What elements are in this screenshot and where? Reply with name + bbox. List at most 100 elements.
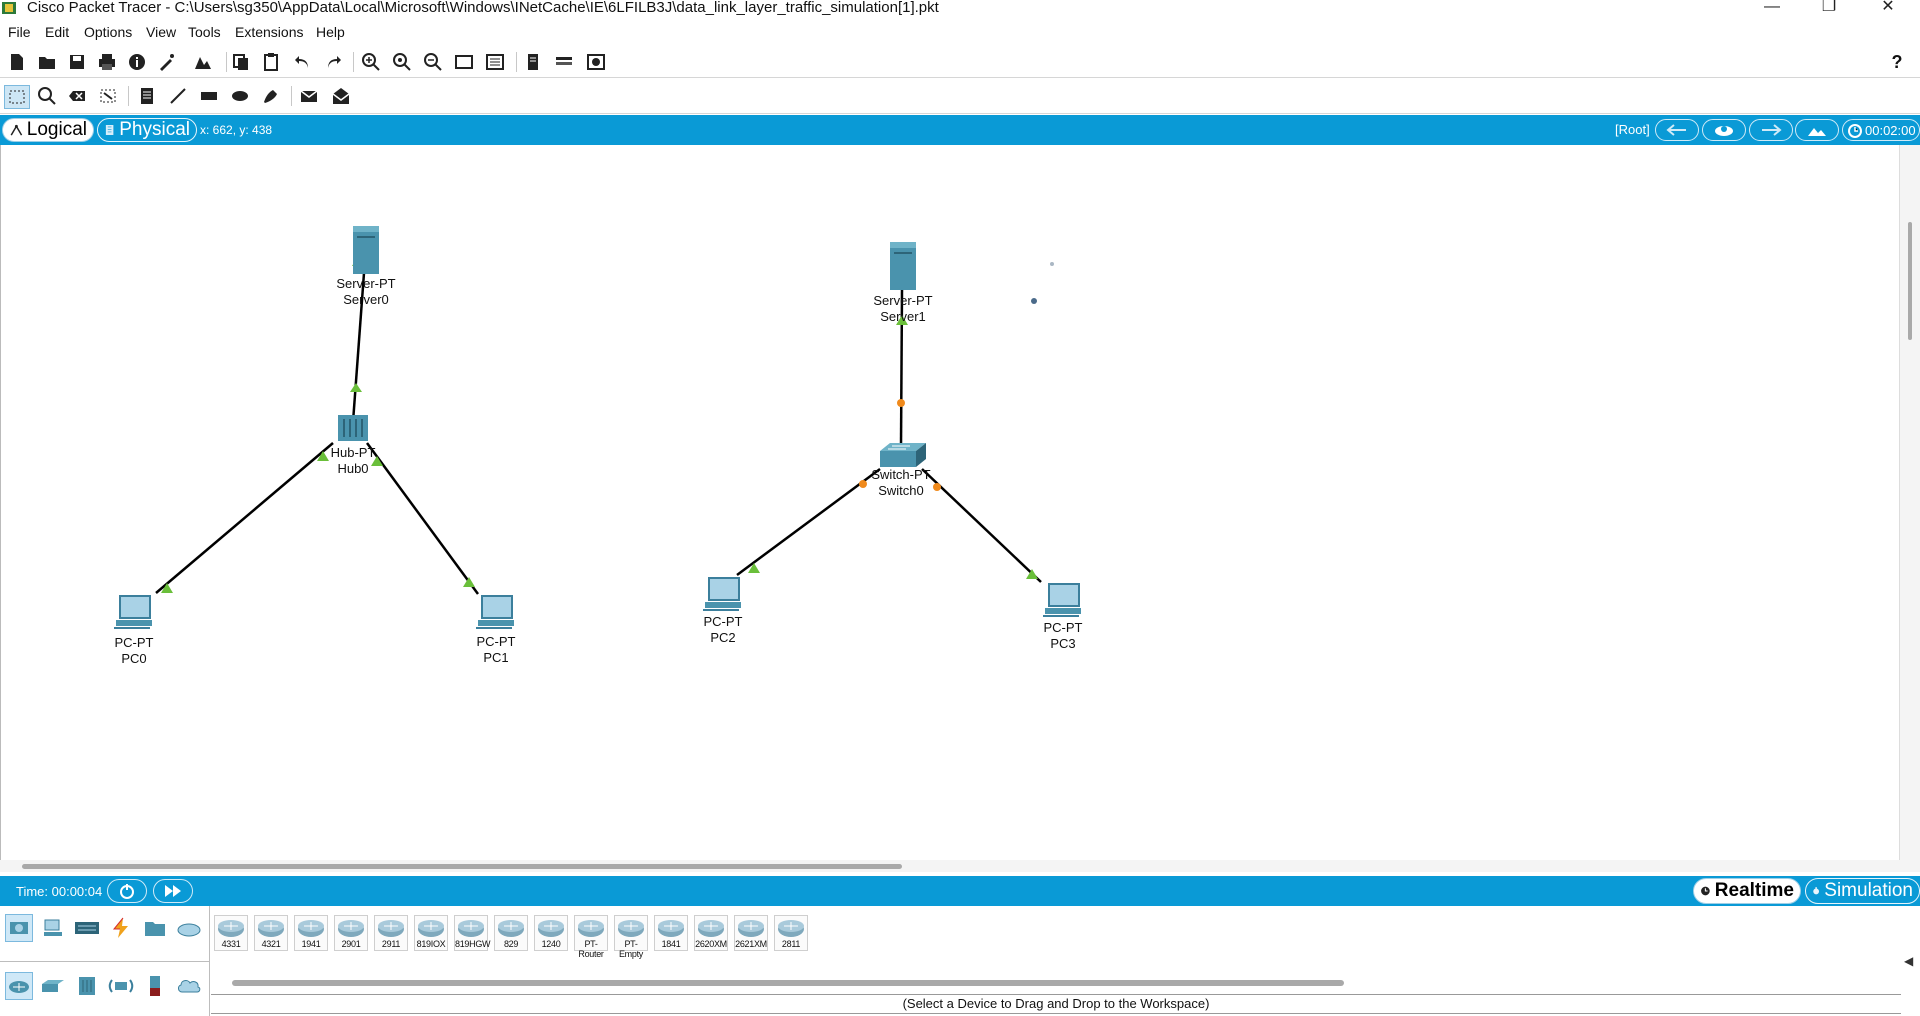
save-icon[interactable]: [66, 51, 88, 73]
draw-ellipse-icon[interactable]: [229, 85, 251, 107]
device-pc0[interactable]: [111, 594, 157, 634]
resize-tool-icon[interactable]: [97, 85, 119, 107]
help-button[interactable]: ?: [1891, 51, 1903, 72]
menu-view[interactable]: View: [146, 24, 177, 40]
model-1841[interactable]: 1841: [654, 915, 688, 951]
device-list-icon[interactable]: [522, 51, 544, 73]
device-pc1[interactable]: [473, 594, 519, 634]
copy-icon[interactable]: [230, 51, 252, 73]
components-category-icon[interactable]: [73, 914, 101, 942]
place-note-icon[interactable]: [136, 85, 158, 107]
realtime-mode-button[interactable]: Realtime: [1693, 878, 1801, 904]
minimize-button[interactable]: —: [1764, 0, 1780, 15]
tab-logical[interactable]: Logical: [2, 118, 94, 142]
restore-button[interactable]: ❐: [1821, 0, 1837, 15]
connections-category-icon[interactable]: [107, 914, 135, 942]
link-switch0-pc3[interactable]: [921, 468, 1042, 583]
cluster-icon[interactable]: [1702, 119, 1746, 141]
drawing-palette-icon[interactable]: [453, 51, 475, 73]
open-folder-icon[interactable]: [36, 51, 58, 73]
routers-subcategory-icon[interactable]: [5, 972, 33, 1000]
add-complex-pdu-icon[interactable]: [330, 85, 352, 107]
tab-physical[interactable]: Physical: [97, 118, 197, 142]
menu-options[interactable]: Options: [84, 24, 133, 40]
select-tool-icon[interactable]: [4, 85, 30, 109]
link-switch0-pc2[interactable]: [736, 467, 881, 577]
background-image-icon[interactable]: [1795, 119, 1839, 141]
print-icon[interactable]: [96, 51, 118, 73]
model-2911[interactable]: 2911: [374, 915, 408, 951]
model-829[interactable]: 829: [494, 915, 528, 951]
model-pt-empty[interactable]: PT-Empty: [614, 915, 648, 959]
model-1941[interactable]: 1941: [294, 915, 328, 951]
link-server0-hub0[interactable]: [351, 272, 366, 423]
network-devices-category-icon[interactable]: [5, 914, 33, 942]
undo-icon[interactable]: [292, 51, 314, 73]
security-subcategory-icon[interactable]: [141, 972, 169, 1000]
palette-collapse-arrow-icon[interactable]: ◀: [1904, 954, 1914, 968]
device-pc2-label: PC-PT PC2: [683, 614, 763, 646]
draw-rectangle-icon[interactable]: [198, 85, 220, 107]
zoom-in-icon[interactable]: [360, 51, 382, 73]
paste-icon[interactable]: [260, 51, 282, 73]
link-hub0-pc1[interactable]: [365, 442, 480, 595]
workspace-vertical-scrollbar[interactable]: [1900, 145, 1920, 872]
model-pt-router[interactable]: PT-Router: [574, 915, 608, 959]
wireless-subcategory-icon[interactable]: [107, 972, 135, 1000]
model-2901[interactable]: 2901: [334, 915, 368, 951]
delete-tool-icon[interactable]: [66, 85, 88, 107]
switches-subcategory-icon[interactable]: [39, 972, 67, 1000]
move-object-icon[interactable]: [1749, 119, 1793, 141]
menu-extensions[interactable]: Extensions: [235, 24, 304, 40]
device-pc3[interactable]: [1040, 582, 1086, 622]
model-4321[interactable]: 4321: [254, 915, 288, 951]
draw-line-icon[interactable]: [167, 85, 189, 107]
add-simple-pdu-icon[interactable]: [298, 85, 320, 107]
close-button[interactable]: ✕: [1881, 0, 1895, 15]
device-hub0[interactable]: [330, 413, 376, 447]
fast-forward-icon[interactable]: [153, 879, 193, 903]
simulation-mode-button[interactable]: Simulation: [1805, 878, 1920, 904]
scrollbar-thumb[interactable]: [22, 864, 902, 869]
device-pc2[interactable]: [700, 576, 746, 616]
model-2620xm[interactable]: 2620XM: [694, 915, 728, 951]
menu-edit[interactable]: Edit: [45, 24, 70, 40]
workspace-horizontal-scrollbar[interactable]: [0, 860, 1900, 872]
redo-icon[interactable]: [322, 51, 344, 73]
power-cycle-icon[interactable]: [107, 879, 147, 903]
wizard-icon[interactable]: [156, 51, 178, 73]
logical-workspace[interactable]: Server-PT Server0 Hub-PT Hub0 PC-PT PC0 …: [0, 145, 1900, 860]
scrollbar-thumb[interactable]: [1908, 222, 1912, 340]
multiuser-category-icon[interactable]: [175, 914, 203, 942]
network-info-icon[interactable]: [553, 51, 575, 73]
device-server1[interactable]: [868, 240, 938, 296]
wan-emulation-subcategory-icon[interactable]: [175, 972, 203, 1000]
inspect-tool-icon[interactable]: [36, 85, 58, 107]
custom-devices-dialog-icon[interactable]: [484, 51, 506, 73]
new-file-icon[interactable]: [6, 51, 28, 73]
device-server0[interactable]: [331, 224, 401, 280]
zoom-reset-icon[interactable]: [391, 51, 413, 73]
zoom-out-icon[interactable]: [422, 51, 444, 73]
model-1240[interactable]: 1240: [534, 915, 568, 951]
end-devices-category-icon[interactable]: [39, 914, 67, 942]
link-hub0-pc0[interactable]: [155, 442, 334, 594]
toolbar-separator: [226, 52, 227, 72]
back-icon[interactable]: [1655, 119, 1699, 141]
menu-file[interactable]: File: [8, 24, 31, 40]
model-2811[interactable]: 2811: [774, 915, 808, 951]
palette-scrollbar-thumb[interactable]: [232, 980, 1344, 986]
web-view-icon[interactable]: [585, 51, 607, 73]
info-icon[interactable]: [126, 51, 148, 73]
miscellaneous-category-icon[interactable]: [141, 914, 169, 942]
model-4331[interactable]: 4331: [214, 915, 248, 951]
menu-help[interactable]: Help: [316, 24, 345, 40]
custom-device-icon[interactable]: [192, 51, 214, 73]
hubs-subcategory-icon[interactable]: [73, 972, 101, 1000]
model-819iox[interactable]: 819IOX: [414, 915, 448, 951]
model-2621xm[interactable]: 2621XM: [734, 915, 768, 951]
model-819hgw[interactable]: 819HGW: [454, 915, 491, 951]
menu-tools[interactable]: Tools: [188, 24, 221, 40]
freeform-icon[interactable]: [260, 85, 282, 107]
device-switch0[interactable]: [875, 441, 929, 475]
